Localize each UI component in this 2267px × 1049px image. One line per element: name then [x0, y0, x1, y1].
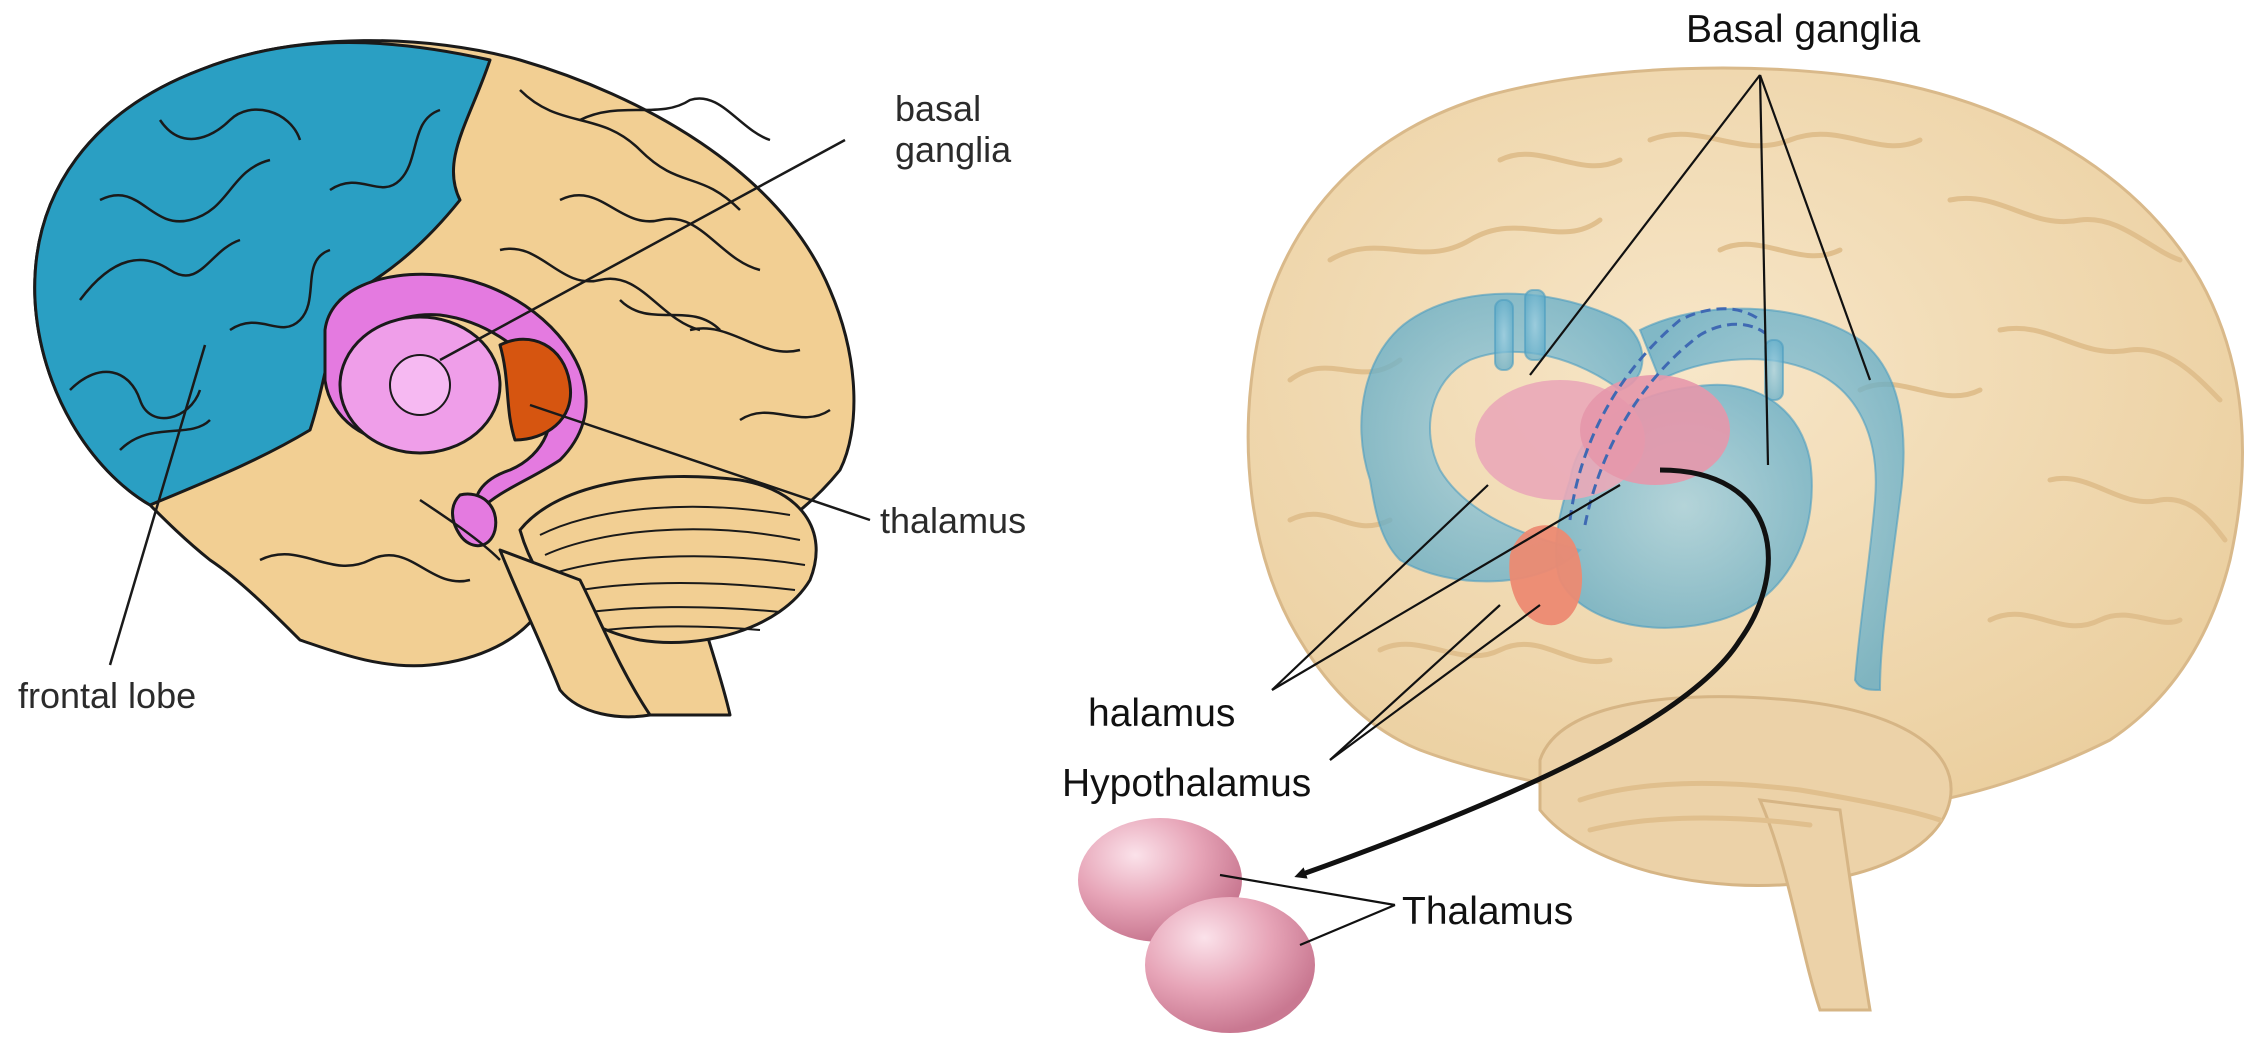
label-thalamus-left: thalamus	[880, 500, 1026, 541]
right-cerebellum	[1540, 697, 1951, 886]
left-brain-diagram	[35, 41, 854, 717]
label-basal-ganglia-right: Basal ganglia	[1686, 8, 1920, 53]
label-basal-ganglia-left: basal ganglia	[895, 88, 1011, 171]
right-thalamus-in-brain-2	[1580, 375, 1730, 485]
label-halamus: halamus	[1088, 692, 1235, 737]
label-hypothalamus: Hypothalamus	[1062, 762, 1311, 807]
right-brain-illustration	[1078, 68, 2242, 1033]
label-thalamus-right: Thalamus	[1402, 890, 1573, 935]
isolated-thalamus	[1078, 818, 1315, 1033]
basal-ganglia-center	[390, 355, 450, 415]
label-frontal-lobe: frontal lobe	[18, 675, 196, 716]
